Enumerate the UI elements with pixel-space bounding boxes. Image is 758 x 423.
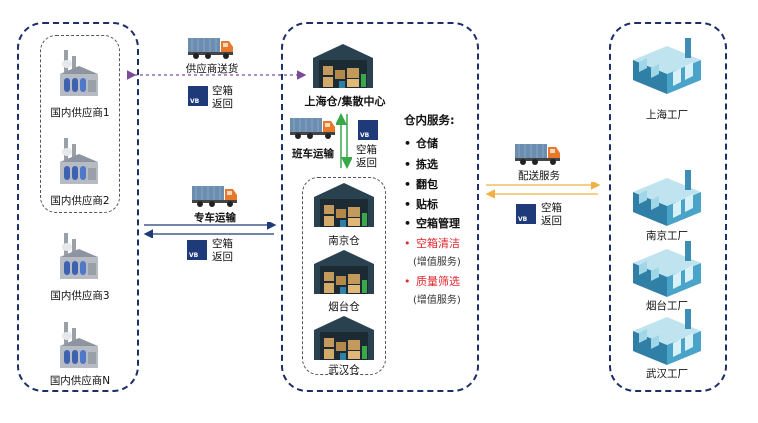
supplier-1-label: 国内供应商1 [50, 107, 110, 119]
supplier-n-factory-icon [60, 322, 98, 368]
service-item-3: •贴标 [404, 198, 438, 211]
yantai-factory-label: 烟台工厂 [646, 300, 688, 312]
wuhan-factory-label: 武汉工厂 [646, 368, 688, 380]
wuhan-warehouse-icon [314, 316, 374, 360]
delivery-service-label: 配送服务 [518, 170, 560, 182]
empty-box-return-supplier: 空箱 返回 [212, 85, 233, 111]
empty-box-icon-supplier: VB [188, 86, 208, 106]
empty-box-icon-hub: VB [358, 120, 378, 140]
empty-box-icon-delivery: VB [516, 204, 536, 224]
empty-box-line2: 返回 [356, 157, 377, 169]
empty-box-icon-dedicated: VB [187, 240, 207, 260]
shanghai-factory-label: 上海工厂 [646, 109, 688, 121]
branch-warehouse-subgroup [302, 177, 386, 375]
wuhan-factory-icon [633, 309, 701, 365]
empty-box-line1: 空箱 [541, 202, 562, 214]
wuhan-warehouse-label: 武汉仓 [328, 364, 360, 376]
service-value-added-1-note: (增值服务) [413, 295, 461, 306]
empty-box-line1: 空箱 [212, 238, 233, 250]
supplier-panel [17, 22, 139, 392]
services-title: 仓内服务: [404, 113, 455, 127]
shuttle-transport-label: 班车运输 [292, 148, 334, 160]
service-item-1: •拣选 [404, 158, 438, 171]
dedicated-transport-arrows [143, 222, 277, 238]
service-item-0: •仓储 [404, 137, 438, 150]
hub-branch-flow-arrows [336, 113, 352, 169]
shanghai-hub-warehouse-icon [313, 44, 373, 88]
hub-panel [281, 22, 479, 392]
nanjing-factory-label: 南京工厂 [646, 230, 688, 242]
empty-box-line2: 返回 [541, 215, 562, 227]
supplier-n-label: 国内供应商N [49, 375, 111, 387]
factory-panel [609, 22, 727, 392]
yantai-factory-icon [633, 241, 701, 297]
empty-box-line1: 空箱 [356, 144, 377, 156]
supplier-3-label: 国内供应商3 [50, 290, 110, 302]
service-item-4: •空箱管理 [404, 217, 460, 230]
service-item-2: •翻包 [404, 178, 438, 191]
nanjing-factory-icon [633, 170, 701, 226]
empty-box-line1: 空箱 [212, 85, 233, 97]
service-value-added-1: •质量筛选 [404, 275, 460, 288]
yantai-warehouse-label: 烟台仓 [328, 301, 360, 313]
empty-box-line2: 返回 [212, 251, 233, 263]
supplier-delivery-truck-icon [188, 38, 234, 60]
supplier-2-factory-icon [60, 138, 98, 184]
delivery-service-arrows [485, 182, 601, 198]
empty-box-line2: 返回 [212, 98, 233, 110]
shanghai-hub-label: 上海仓/集散中心 [304, 95, 386, 108]
empty-box-return-delivery: 空箱 返回 [541, 202, 562, 228]
supplier-1-factory-icon [60, 50, 98, 96]
supplier-2-label: 国内供应商2 [50, 195, 110, 207]
empty-box-return-dedicated: 空箱 返回 [212, 238, 233, 264]
shanghai-factory-icon [633, 38, 701, 94]
supplier-delivery-arrow [126, 70, 307, 80]
dedicated-truck-icon [192, 186, 238, 208]
service-value-added-0: •空箱清洁 [404, 237, 460, 250]
service-value-added-0-note: (增值服务) [413, 257, 461, 268]
nanjing-warehouse-label: 南京仓 [328, 235, 360, 247]
supplier-subgroup [40, 35, 120, 213]
delivery-truck-icon [515, 144, 561, 166]
nanjing-warehouse-icon [314, 183, 374, 227]
supplier-3-factory-icon [60, 233, 98, 279]
dedicated-transport-label: 专车运输 [194, 212, 236, 224]
empty-box-return-hub: 空箱 返回 [356, 144, 377, 170]
shuttle-truck-icon [290, 118, 336, 140]
yantai-warehouse-icon [314, 250, 374, 294]
supplier-delivery-label: 供应商送货 [185, 63, 239, 75]
